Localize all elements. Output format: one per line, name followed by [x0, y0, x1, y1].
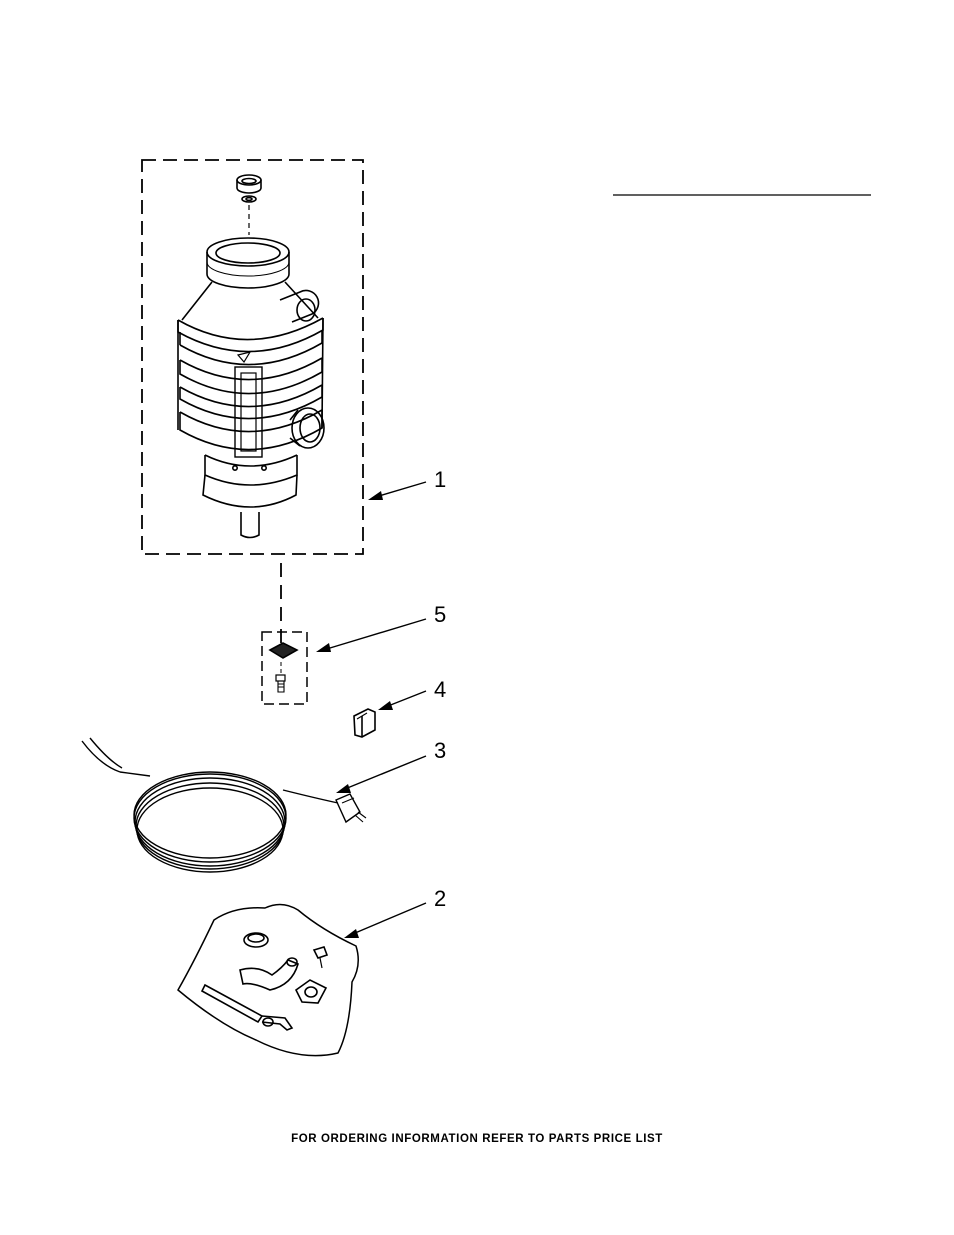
callout-5: 5: [434, 602, 446, 627]
callout-1: 1: [434, 467, 446, 492]
arrowhead-3: [336, 784, 351, 793]
arrowhead-5: [316, 643, 331, 652]
callout-3: 3: [434, 738, 446, 763]
leader-lines: [319, 481, 427, 937]
callout-4: 4: [434, 677, 446, 702]
part-3-power-cord-drawing: [81, 737, 367, 873]
arrowhead-4: [378, 701, 393, 710]
arrowhead-1: [368, 491, 383, 500]
callout-2: 2: [434, 886, 446, 911]
part-5-group-box: [261, 631, 308, 705]
part-5-drawing: [268, 642, 299, 693]
arrowhead-2: [344, 929, 359, 938]
ordering-info-footer: FOR ORDERING INFORMATION REFER TO PARTS …: [291, 1133, 663, 1145]
part-2-parts-bag-drawing: [177, 903, 359, 1057]
part-4-clip-drawing: [353, 708, 376, 738]
part-1-group-box: [141, 159, 364, 555]
disposer-unit-drawing: [177, 174, 325, 539]
